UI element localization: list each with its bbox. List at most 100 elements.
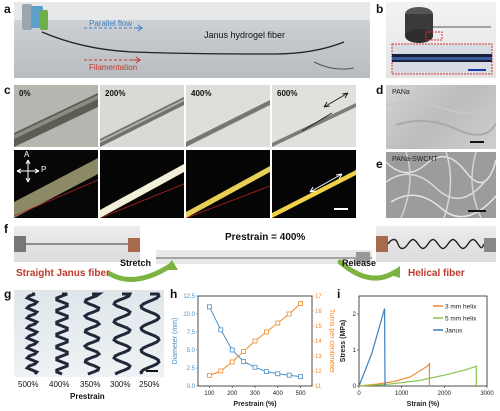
h-point-1-1 — [218, 368, 224, 374]
panel-letter-i: i — [337, 287, 341, 301]
panel-letter-a: a — [4, 2, 11, 16]
panel-c-pol-200 — [100, 150, 184, 218]
axis-p-label: P — [41, 165, 47, 174]
i-series-line-1 — [358, 365, 477, 387]
panel-c-strain-0: 0% — [14, 85, 98, 147]
prestrain-tick-400: 400% — [49, 380, 70, 389]
prestrain-label: Prestrain = 400% — [225, 232, 306, 243]
panel-f-right-photo — [376, 226, 496, 262]
h-xlabel: Prestrain (%) — [233, 401, 276, 408]
h-point-0-1 — [218, 327, 224, 333]
h-xtick-2: 300 — [250, 391, 261, 397]
h-ylabel: Diameter (mm) — [172, 318, 179, 365]
helix-4 — [139, 292, 161, 375]
h-ytick-3: 7.5 — [187, 330, 196, 336]
panel-e-sem: PANa-SWCNT — [386, 152, 496, 218]
i-xtick-1: 1000 — [395, 391, 409, 397]
h-ytick-1: 2.5 — [187, 366, 196, 372]
i-frame — [358, 295, 488, 387]
h-point-0-6 — [275, 371, 281, 377]
h-ytick-0: 0.0 — [187, 384, 196, 390]
h-y2label: Turns per centimeter — [328, 309, 335, 374]
helical-fiber-label: Helical fiber — [408, 268, 465, 279]
h-point-1-3 — [241, 349, 246, 354]
h-point-1-2 — [229, 359, 235, 365]
i-ytick-1: 1 — [353, 348, 357, 354]
h-y2tick-5: 16 — [315, 309, 322, 315]
h-point-1-7 — [286, 311, 292, 317]
h-point-1-4 — [252, 338, 258, 344]
panel-f-left-photo — [14, 226, 140, 262]
h-xtick-3: 400 — [273, 391, 284, 397]
panel-c-strain-600: 600% — [272, 85, 356, 147]
panel-b-drawing — [391, 7, 493, 75]
prestrain-tick-300: 300% — [110, 380, 131, 389]
h-point-1-8 — [298, 301, 304, 306]
h-xtick-0: 100 — [204, 391, 215, 397]
h-point-1-6 — [275, 320, 281, 326]
filamentation-label: Filamentation — [89, 63, 138, 72]
i-xtick-0: 0 — [357, 391, 361, 397]
panel-f-arrows — [107, 259, 400, 282]
h-point-0-0 — [207, 304, 212, 310]
i-xlabel: Strain (%) — [407, 401, 440, 408]
helix-2 — [82, 292, 104, 376]
i-ylabel: Stress (MPa) — [340, 320, 347, 362]
helix-0 — [24, 292, 40, 376]
panel-letter-h: h — [170, 287, 178, 301]
panel-b-photo — [386, 2, 496, 78]
helix-3 — [112, 292, 133, 376]
panel-c-pol-600 — [272, 150, 356, 218]
strain-label-400: 400% — [191, 89, 212, 98]
h-point-1-0 — [207, 373, 212, 378]
h-y2tick-0: 11 — [315, 384, 322, 390]
h-y2tick-4: 15 — [315, 324, 322, 330]
panel-g-xlabel: Prestrain — [70, 392, 105, 401]
panel-a-drawing — [14, 2, 370, 70]
h-ytick-2: 5.0 — [187, 348, 196, 354]
panel-g-helices — [24, 292, 161, 376]
panel-a-photo: Parallel flow Filamentation Janus hydrog… — [14, 2, 370, 78]
h-point-0-7 — [286, 372, 292, 378]
panel-g-photo — [14, 290, 164, 377]
h-point-0-8 — [298, 374, 304, 380]
i-ytick-0: 0 — [353, 384, 357, 390]
i-series-line-0 — [358, 362, 431, 387]
h-point-0-4 — [252, 364, 258, 370]
h-point-1-5 — [264, 329, 269, 335]
panel-c-pol-0: A P — [14, 150, 98, 218]
h-y2tick-2: 13 — [315, 354, 322, 360]
strain-label-0: 0% — [19, 89, 31, 98]
i-legend-label-1: 5 mm helix — [445, 316, 477, 323]
panel-letter-c: c — [4, 83, 11, 97]
straight-fiber-label: Straight Janus fiber — [16, 268, 110, 279]
h-xtick-4: 500 — [296, 391, 307, 397]
h-point-0-2 — [229, 347, 235, 353]
helix-1 — [55, 292, 69, 376]
panel-letter-g: g — [4, 287, 12, 301]
h-y2tick-6: 17 — [315, 294, 322, 300]
panel-c-strain-400: 400% — [186, 85, 270, 147]
h-y2tick-3: 14 — [315, 339, 322, 345]
i-xtick-3: 3000 — [480, 391, 494, 397]
i-legend-label-2: Janus — [445, 328, 463, 335]
panel-letter-b: b — [376, 2, 384, 16]
pana-label: PANa — [392, 89, 410, 96]
release-label: Release — [342, 258, 377, 268]
h-point-0-5 — [264, 369, 269, 374]
i-legend-label-0: 3 mm helix — [445, 304, 477, 311]
i-xtick-2: 2000 — [438, 391, 452, 397]
strain-label-200: 200% — [105, 89, 126, 98]
i-series-line-2 — [358, 308, 386, 387]
h-y2tick-1: 12 — [315, 369, 322, 375]
panel-d-sem: PANa — [386, 85, 496, 149]
axis-a-label: A — [24, 150, 30, 159]
pana-swcnt-label: PANa-SWCNT — [392, 156, 438, 163]
strain-label-600: 600% — [277, 89, 298, 98]
h-ytick-4: 10.0 — [183, 312, 195, 318]
prestrain-tick-500: 500% — [18, 380, 39, 389]
panel-letter-e: e — [376, 157, 383, 171]
parallel-flow-label: Parallel flow — [89, 19, 133, 28]
